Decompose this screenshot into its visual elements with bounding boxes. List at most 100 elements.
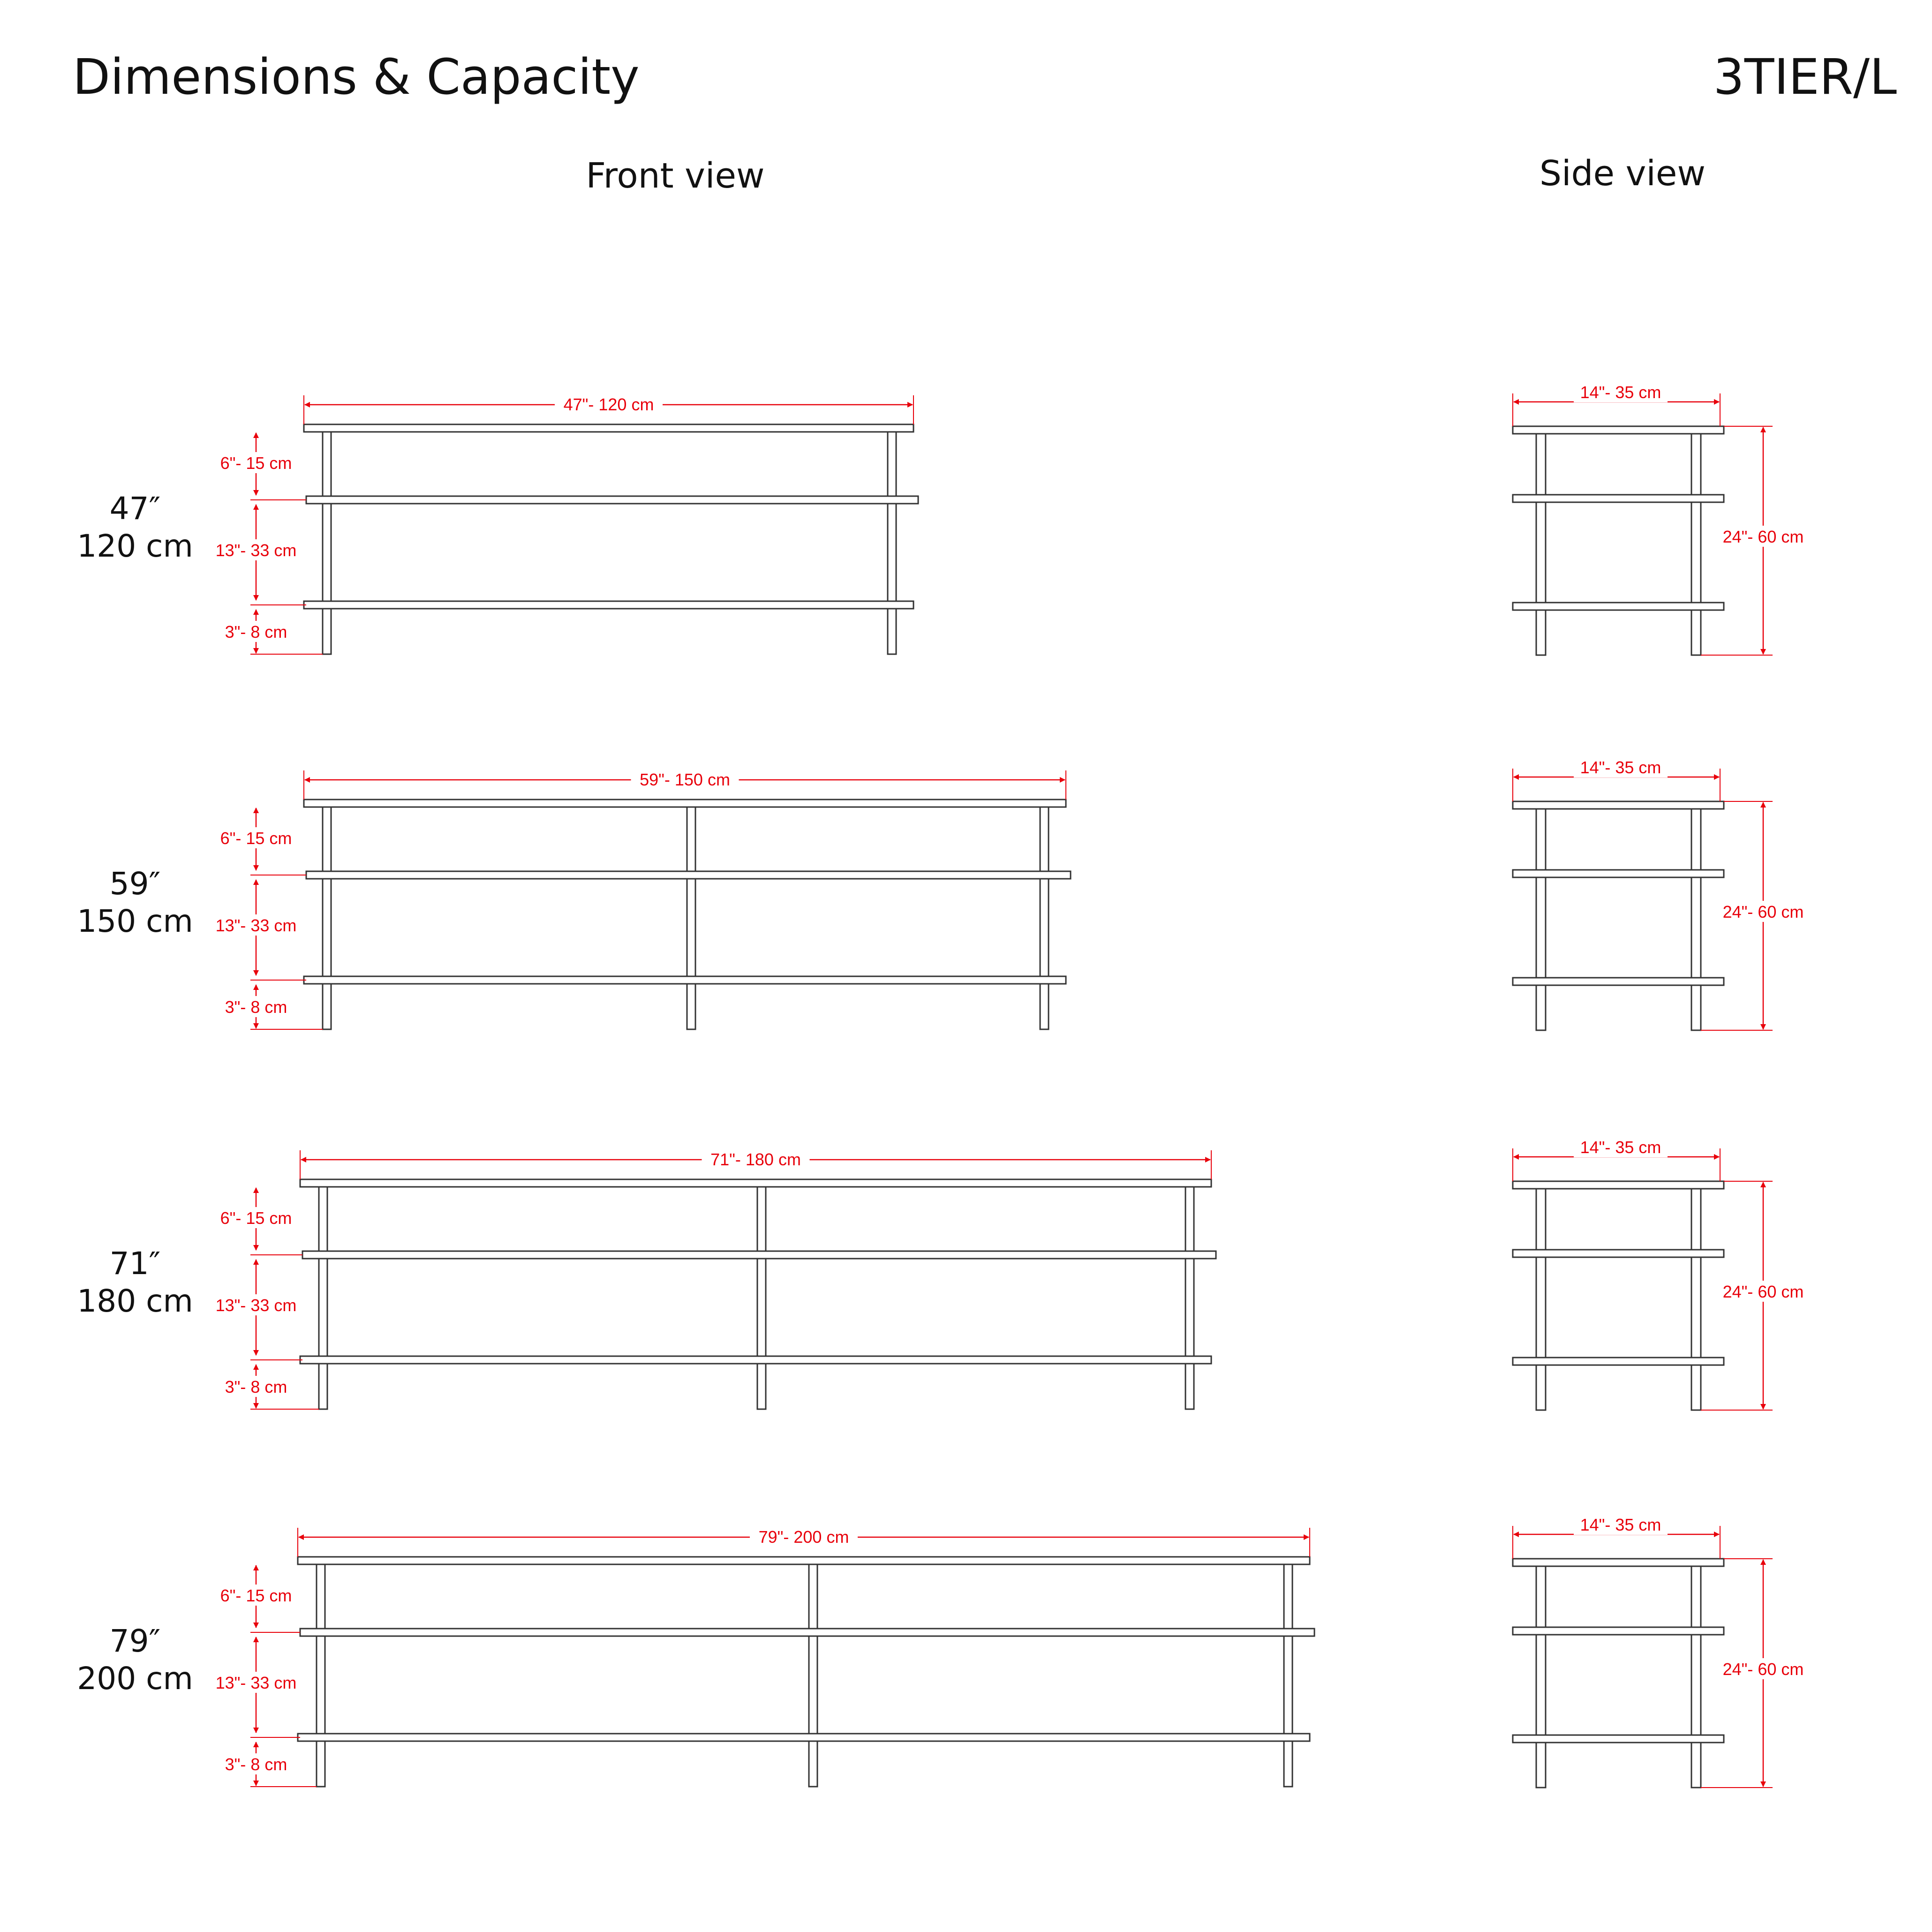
shelf-leg (1185, 1182, 1195, 1410)
height-label: 24"- 60 cm (1723, 1282, 1804, 1301)
depth-label-backdrop (1574, 1514, 1668, 1535)
depth-label: 14"- 35 cm (1580, 383, 1661, 402)
gap-bottom-label-backdrop (221, 621, 291, 642)
shelf-leg (322, 427, 332, 655)
shelf-board-top (303, 799, 1067, 808)
shelf-board-bottom (299, 1355, 1212, 1365)
shelf-board-bottom (297, 1733, 1311, 1742)
gap-bottom-label-backdrop (221, 1376, 291, 1397)
side-board-top (1512, 1558, 1725, 1567)
height-label-backdrop (1719, 1658, 1808, 1679)
side-leg (1690, 1562, 1702, 1789)
height-label-backdrop (1719, 1281, 1808, 1302)
width-label: 71"- 180 cm (710, 1150, 801, 1169)
side-board-middle (1512, 869, 1725, 878)
width-label-backdrop (555, 393, 663, 415)
shelf-board-top (303, 423, 914, 433)
side-board-middle (1512, 1249, 1725, 1258)
side-leg (1535, 1562, 1547, 1789)
size-label-inches: 79″ (110, 1623, 161, 1659)
size-label-cm: 200 cm (77, 1660, 193, 1697)
height-label: 24"- 60 cm (1723, 902, 1804, 921)
gap-middle-label: 13"- 33 cm (216, 1296, 297, 1315)
shelf-board-middle (302, 1250, 1217, 1260)
side-board-middle (1512, 494, 1725, 503)
width-label-backdrop (750, 1526, 858, 1547)
gap-middle-label-backdrop (212, 539, 300, 560)
gap-middle-label-backdrop (212, 914, 300, 936)
front-view-drawing: 71"- 180 cm 6"- 15 cm 13"- 33 cm 3"- 8 cm (212, 1148, 1217, 1410)
front-view-drawing: 47"- 120 cm 6"- 15 cm 13"- 33 cm 3"- 8 cm (212, 393, 919, 655)
shelf-board-top (299, 1178, 1212, 1188)
gap-middle-label: 13"- 33 cm (216, 1673, 297, 1692)
size-label-inches: 59″ (110, 866, 161, 902)
shelf-leg (322, 802, 332, 1030)
shelf-board-middle (305, 495, 919, 505)
size-label-cm: 120 cm (77, 528, 193, 564)
shelf-board-bottom (303, 600, 914, 610)
width-label-backdrop (702, 1148, 810, 1170)
side-view-drawing: 14"- 35 cm 24"- 60 cm (1512, 1136, 1808, 1411)
shelf-rows: 47″120 cm 47"- 120 cm 6"- 15 cm 13"- 33 cm 3… (77, 381, 1808, 1789)
gap-bottom-label: 3"- 8 cm (225, 1377, 287, 1396)
shelf-leg (318, 1182, 328, 1410)
width-label: 59"- 150 cm (640, 770, 730, 789)
side-board-top (1512, 1180, 1725, 1190)
gap-middle-label-backdrop (212, 1294, 300, 1315)
gap-top-label-backdrop (215, 1207, 297, 1228)
gap-middle-label-backdrop (212, 1672, 300, 1693)
size-label-cm: 150 cm (77, 903, 193, 939)
side-board-middle (1512, 1626, 1725, 1636)
side-view-drawing: 14"- 35 cm 24"- 60 cm (1512, 756, 1808, 1031)
side-board-top (1512, 425, 1725, 435)
gap-bottom-label: 3"- 8 cm (225, 997, 287, 1017)
front-view-label: Front view (586, 156, 764, 196)
side-board-bottom (1512, 977, 1725, 986)
side-board-bottom (1512, 1734, 1725, 1743)
depth-label-backdrop (1574, 756, 1668, 777)
gap-top-label: 6"- 15 cm (220, 453, 292, 473)
shelf-leg (316, 1560, 326, 1788)
side-leg (1690, 1184, 1702, 1411)
shelf-board-middle (305, 870, 1072, 880)
side-board-bottom (1512, 1357, 1725, 1366)
side-board-bottom (1512, 602, 1725, 611)
gap-top-label-backdrop (215, 827, 297, 848)
shelf-leg (756, 1182, 767, 1410)
side-leg (1690, 804, 1702, 1031)
shelf-leg (808, 1560, 818, 1788)
gap-bottom-label: 3"- 8 cm (225, 622, 287, 641)
width-label: 47"- 120 cm (564, 395, 654, 414)
depth-label: 14"- 35 cm (1580, 758, 1661, 777)
gap-top-label: 6"- 15 cm (220, 1586, 292, 1605)
shelf-leg (1283, 1560, 1293, 1788)
side-view-label: Side view (1540, 153, 1706, 194)
depth-label-backdrop (1574, 1136, 1668, 1157)
width-label: 79"- 200 cm (759, 1527, 849, 1547)
gap-middle-label: 13"- 33 cm (216, 541, 297, 560)
gap-bottom-label-backdrop (221, 996, 291, 1017)
shelf-row-1: 47″120 cm 47"- 120 cm 6"- 15 cm 13"- 33 cm 3… (77, 381, 1808, 656)
width-label-backdrop (631, 769, 739, 790)
depth-label-backdrop (1574, 381, 1668, 402)
shelf-leg (887, 427, 897, 655)
gap-top-label: 6"- 15 cm (220, 1208, 292, 1228)
depth-label: 14"- 35 cm (1580, 1138, 1661, 1157)
height-label-backdrop (1719, 901, 1808, 922)
height-label-backdrop (1719, 526, 1808, 547)
size-label-inches: 71″ (110, 1245, 161, 1282)
shelf-leg (1039, 802, 1049, 1030)
depth-label: 14"- 35 cm (1580, 1515, 1661, 1534)
height-label: 24"- 60 cm (1723, 1660, 1804, 1679)
side-leg (1690, 429, 1702, 656)
side-leg (1535, 429, 1547, 656)
gap-top-label-backdrop (215, 452, 297, 473)
size-label-inches: 47″ (110, 491, 161, 527)
gap-bottom-label-backdrop (221, 1753, 291, 1774)
